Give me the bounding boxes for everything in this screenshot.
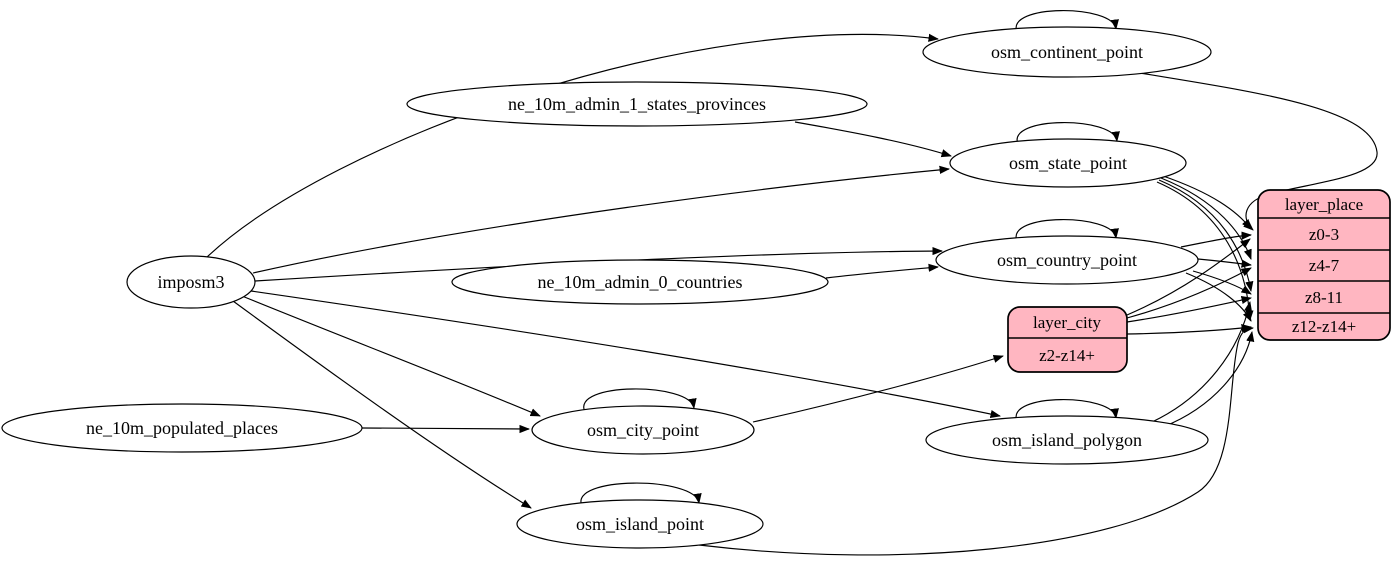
node-layer_city: layer_city z2-z14+ bbox=[1007, 306, 1128, 373]
node-osm_continent_point: osm_continent_point bbox=[922, 26, 1212, 78]
edge-ne_10m_admin_1_states_provinces-to-osm_state_point bbox=[794, 121, 952, 158]
edge-osm_island_polygon-to-layer_place-z8-11 bbox=[1151, 301, 1253, 423]
edge-osm_country_point-to-layer_place-z12-z14 bbox=[1185, 272, 1252, 322]
layer_place-row-z12-z14: z12-z14+ bbox=[1292, 317, 1356, 336]
edge-imposm3-to-osm_state_point bbox=[252, 165, 950, 274]
edge-selfloop-osm_island_polygon bbox=[1015, 399, 1119, 422]
imposm3-label: imposm3 bbox=[157, 272, 224, 292]
edge-selfloop-osm_continent_point bbox=[1015, 10, 1119, 33]
node-layer_place: layer_place z0-3 z4-7 z8-11 z12-z14+ bbox=[1257, 189, 1391, 341]
edge-osm_country_point-to-layer_place-z4-7 bbox=[1197, 258, 1252, 268]
osm_country_point-label: osm_country_point bbox=[997, 250, 1137, 270]
osm_island_point-ellipse bbox=[516, 499, 764, 549]
edge-osm_country_point-to-layer_place-z8-11 bbox=[1192, 270, 1252, 295]
edge-imposm3-to-osm_island_polygon bbox=[250, 290, 1001, 419]
node-osm_island_point: osm_island_point bbox=[516, 499, 764, 549]
edge-osm_island_point-to-layer_place-z12-z14 bbox=[698, 325, 1254, 556]
osm_city_point-label: osm_city_point bbox=[587, 420, 699, 440]
ne_10m_admin_1_states_provinces-ellipse bbox=[406, 81, 868, 127]
layer_place-row-z0-3: z0-3 bbox=[1309, 225, 1339, 244]
osm_country_point-ellipse bbox=[935, 235, 1199, 285]
osm_state_point-label: osm_state_point bbox=[1009, 153, 1127, 173]
edge-selfloop-osm_island_point bbox=[580, 482, 702, 507]
node-ne_10m_populated_places: ne_10m_populated_places bbox=[1, 403, 363, 453]
edge-ne_10m_admin_0_countries-to-osm_country_point bbox=[825, 263, 939, 279]
ne_10m_populated_places-ellipse bbox=[1, 403, 363, 453]
edge-layer_city-to-layer_place-z12-z14 bbox=[1126, 324, 1252, 335]
edge-layer bbox=[205, 10, 1378, 556]
edge-osm_country_point-to-layer_place-z0-3 bbox=[1180, 231, 1252, 248]
ne_10m_populated_places-label: ne_10m_populated_places bbox=[86, 418, 278, 438]
osm_island_polygon-ellipse bbox=[925, 415, 1209, 465]
node-osm_city_point: osm_city_point bbox=[531, 405, 755, 455]
edge-layer_city-to-layer_place-z8-11 bbox=[1126, 296, 1252, 323]
node-ne_10m_admin_1_states_provinces: ne_10m_admin_1_states_provinces bbox=[406, 81, 868, 127]
edge-osm_state_point-to-layer_place-z0-3 bbox=[1162, 175, 1252, 230]
node-osm_state_point: osm_state_point bbox=[949, 138, 1187, 188]
osm_continent_point-ellipse bbox=[922, 26, 1212, 78]
edge-osm_island_polygon-to-layer_place-z12-z14 bbox=[1162, 331, 1255, 428]
edge-selfloop-osm_city_point bbox=[583, 388, 697, 413]
edge-osm_continent_point-to-layer_place-z0-3 bbox=[1139, 72, 1378, 231]
edge-layer_city-to-layer_place-z4-7 bbox=[1126, 267, 1252, 319]
layer_place-row-z4-7: z4-7 bbox=[1309, 256, 1340, 275]
edge-imposm3-to-osm_continent_point bbox=[205, 33, 939, 259]
node-osm_country_point: osm_country_point bbox=[935, 235, 1199, 285]
edge-selfloop-osm_state_point bbox=[1016, 122, 1120, 145]
layer_place-box bbox=[1257, 189, 1391, 341]
ne_10m_admin_0_countries-label: ne_10m_admin_0_countries bbox=[538, 272, 743, 292]
edge-osm_state_point-to-layer_place-z4-7 bbox=[1160, 177, 1252, 260]
edge-ne_10m_populated_places-to-osm_city_point bbox=[361, 424, 530, 434]
imposm3-ellipse bbox=[126, 255, 256, 309]
osm_island_polygon-label: osm_island_polygon bbox=[992, 430, 1142, 450]
osm_state_point-ellipse bbox=[949, 138, 1187, 188]
edge-layer_city-to-layer_place-z0-3 bbox=[1126, 238, 1251, 316]
layer_city-title: layer_city bbox=[1033, 313, 1101, 332]
edge-imposm3-to-osm_island_point bbox=[232, 300, 532, 509]
edge-selfloop-osm_country_point bbox=[1015, 219, 1119, 242]
layer_place-row-z8-11: z8-11 bbox=[1305, 288, 1343, 307]
edge-osm_city_point-to-layer_city-z2-z14 bbox=[752, 354, 1004, 423]
edge-imposm3-to-osm_city_point bbox=[241, 295, 541, 417]
osm_continent_point-label: osm_continent_point bbox=[991, 42, 1143, 62]
layer_city-row-z2-z14: z2-z14+ bbox=[1039, 346, 1095, 365]
layer_place-title: layer_place bbox=[1285, 195, 1363, 214]
layer_city-box bbox=[1007, 306, 1128, 373]
node-osm_island_polygon: osm_island_polygon bbox=[925, 415, 1209, 465]
edge-osm_state_point-to-layer_place-z8-11 bbox=[1158, 179, 1254, 292]
node-ne_10m_admin_0_countries: ne_10m_admin_0_countries bbox=[451, 259, 829, 305]
osm_city_point-ellipse bbox=[531, 405, 755, 455]
osm_island_point-label: osm_island_point bbox=[576, 514, 704, 534]
ne_10m_admin_1_states_provinces-label: ne_10m_admin_1_states_provinces bbox=[508, 94, 766, 114]
ne_10m_admin_0_countries-ellipse bbox=[451, 259, 829, 305]
node-imposm3: imposm3 bbox=[126, 255, 256, 309]
